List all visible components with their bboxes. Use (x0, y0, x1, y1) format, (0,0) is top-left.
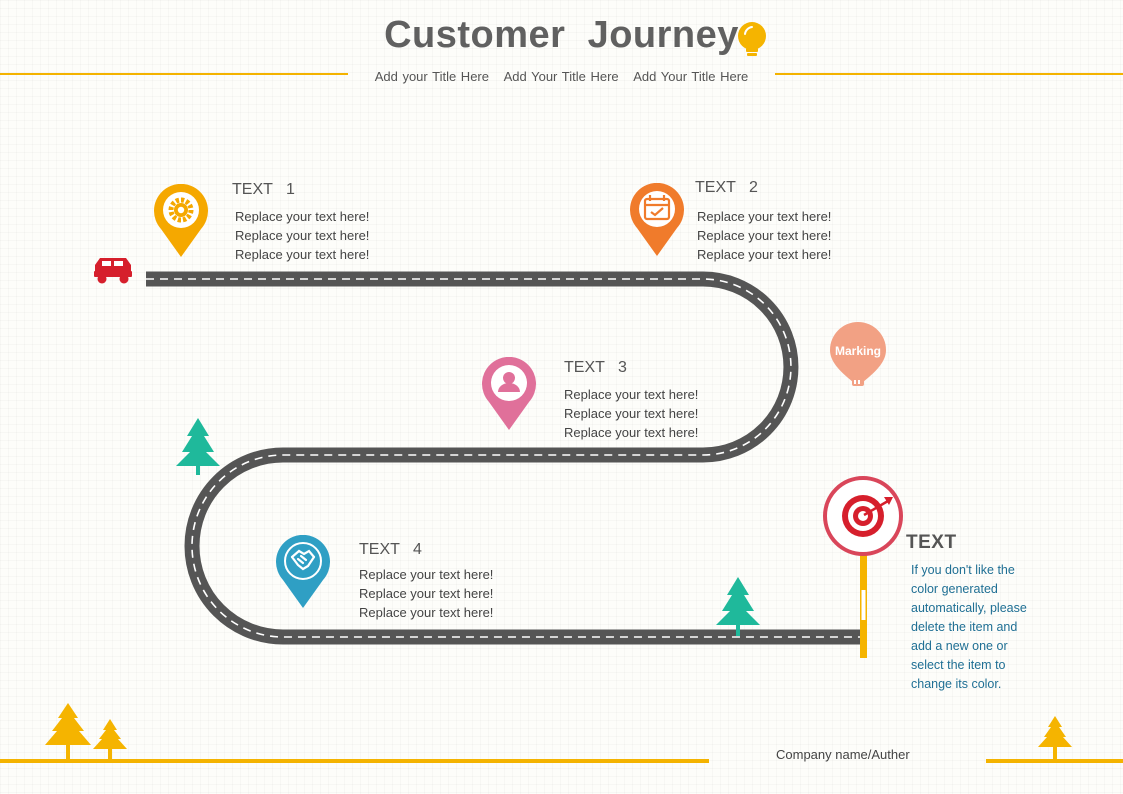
road-center-line (146, 278, 862, 638)
step-2-line: Replace your text here! (697, 209, 832, 224)
calendar-check-icon (643, 195, 671, 221)
company-name: Company name/Auther (776, 747, 910, 762)
step-2-body: Replace your text here! Replace your tex… (697, 207, 831, 264)
step-3-line: Replace your text here! (564, 425, 699, 440)
step-1-body: Replace your text here! Replace your tex… (235, 207, 369, 264)
tree-icon (93, 719, 127, 760)
step-4-line: Replace your text here! (359, 605, 494, 620)
step-3-title: TEXT 3 (564, 359, 627, 376)
step-1-title: TEXT 1 (232, 181, 295, 198)
step-3-body: Replace your text here! Replace your tex… (564, 385, 698, 442)
step-2-line: Replace your text here! (697, 247, 832, 262)
road (146, 271, 862, 645)
balloon-marker (830, 322, 886, 386)
goal-line: add a new one or (911, 639, 1008, 653)
step-1-line: Replace your text here! (235, 209, 370, 224)
step-4-body: Replace your text here! Replace your tex… (359, 565, 493, 622)
car-icon (94, 258, 132, 284)
subtitle-3: Add Your Title Here (633, 69, 749, 84)
subtitle-row: Add your Title Here Add Your Title Here … (0, 69, 1123, 84)
step-2-title: TEXT 2 (695, 179, 758, 196)
target-sign (823, 476, 903, 658)
subtitle-2: Add Your Title Here (503, 69, 619, 84)
step-4-line: Replace your text here! (359, 567, 494, 582)
header-line-left (0, 73, 348, 75)
marking-label: Marking (835, 344, 881, 358)
goal-line: change its color. (911, 677, 1002, 691)
tree-icon (176, 418, 220, 475)
subtitle-1: Add your Title Here (374, 69, 489, 84)
step-4-title: TEXT 4 (359, 541, 422, 558)
goal-title: TEXT (906, 532, 957, 553)
step-4-line: Replace your text here! (359, 586, 494, 601)
user-icon (498, 372, 520, 392)
page-title: Customer Journey (384, 14, 739, 56)
step-1-line: Replace your text here! (235, 247, 370, 262)
footer-line-left (0, 759, 709, 763)
tree-icon (716, 577, 760, 636)
tree-icon (1038, 716, 1072, 759)
goal-line: If you don't like the (911, 563, 1015, 577)
step-2-pin[interactable] (630, 183, 684, 257)
goal-line: automatically, please (911, 601, 1027, 615)
goal-line: delete the item and (911, 620, 1018, 634)
svg-text:Marking: Marking (835, 344, 881, 358)
footer-line-right (986, 759, 1123, 763)
header-line-right (775, 73, 1123, 75)
step-1-pin[interactable] (154, 184, 208, 258)
step-1-line: Replace your text here! (235, 228, 370, 243)
step-2-line: Replace your text here! (697, 228, 832, 243)
step-3-line: Replace your text here! (564, 387, 699, 402)
step-3-pin[interactable] (482, 357, 536, 431)
goal-line: color generated (911, 582, 998, 596)
step-3-line: Replace your text here! (564, 406, 699, 421)
handshake-icon (290, 549, 316, 571)
goal-description: If you don't like the color generated au… (911, 561, 1061, 694)
gear-icon (168, 197, 194, 223)
goal-line: select the item to (911, 658, 1006, 672)
tree-icon (45, 703, 91, 760)
lightbulb-icon (738, 22, 766, 56)
step-4-pin[interactable] (276, 535, 330, 609)
